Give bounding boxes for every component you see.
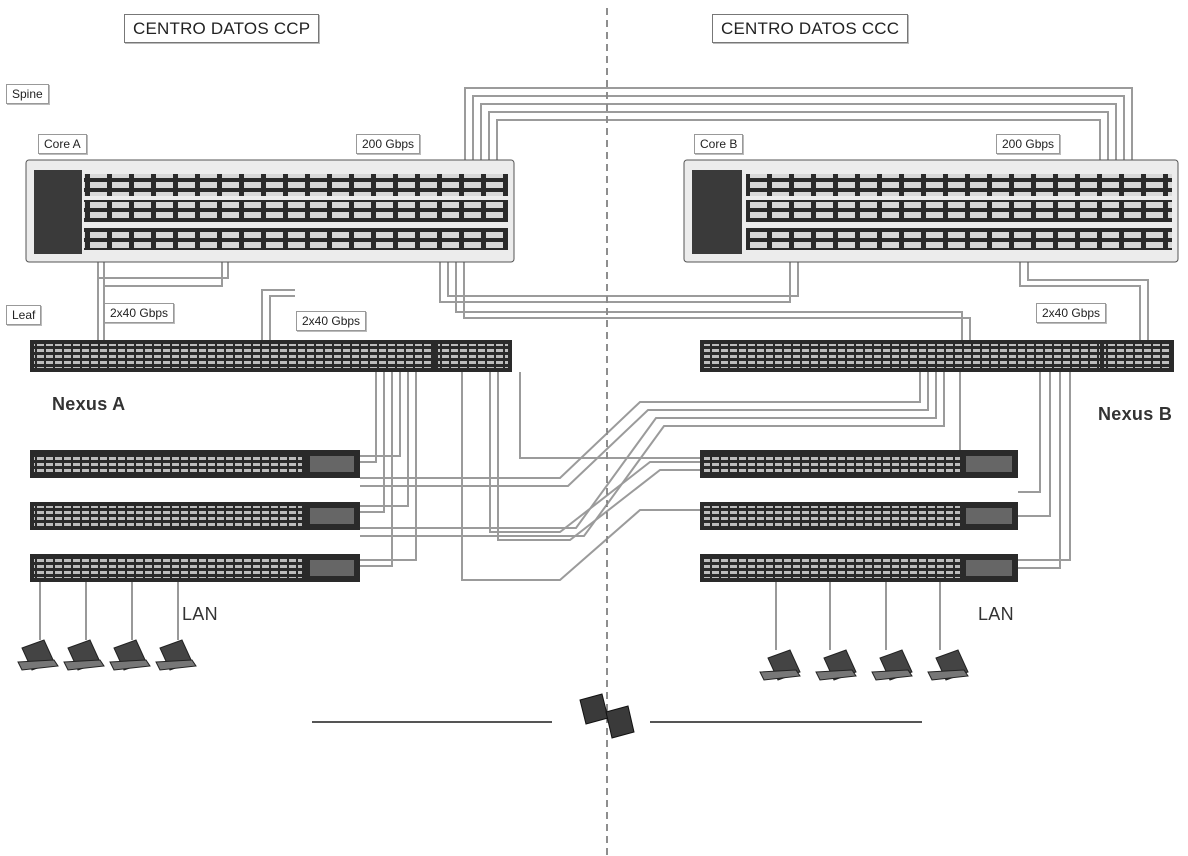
link-label-left-a: 2x40 Gbps (104, 303, 175, 323)
lan-drop-cables (39, 582, 941, 650)
title-left: CENTRO DATOS CCP (124, 14, 320, 43)
lan-switches-left (30, 450, 360, 582)
leaf-label: Leaf (6, 305, 42, 325)
core-a-uplink-label: 200 Gbps (356, 134, 421, 154)
core-a-label: Core A (38, 134, 87, 154)
nexus-a-switch (30, 340, 512, 372)
link-label-right: 2x40 Gbps (1036, 303, 1107, 323)
nexus-b-label: Nexus B (1098, 404, 1173, 424)
spine-label: Spine (6, 84, 49, 104)
laptop-icons-left (17, 639, 197, 671)
nexus-a-label: Nexus A (52, 394, 126, 414)
core-b-label: Core B (694, 134, 744, 154)
title-right: CENTRO DATOS CCC (712, 14, 909, 43)
monitor-icons (579, 693, 635, 739)
cable-bundles (97, 87, 1149, 581)
lan-switches-right (700, 450, 1018, 582)
core-b-uplink-label: 200 Gbps (996, 134, 1061, 154)
core-b-switch (683, 159, 1179, 263)
wan-link (312, 693, 922, 739)
lan-right-label: LAN (978, 604, 1014, 624)
link-label-left-b: 2x40 Gbps (296, 311, 367, 331)
nexus-b-switch (700, 340, 1174, 372)
lan-left-label: LAN (182, 604, 218, 624)
laptop-icons-right (759, 649, 969, 681)
core-a-switch (25, 159, 515, 263)
